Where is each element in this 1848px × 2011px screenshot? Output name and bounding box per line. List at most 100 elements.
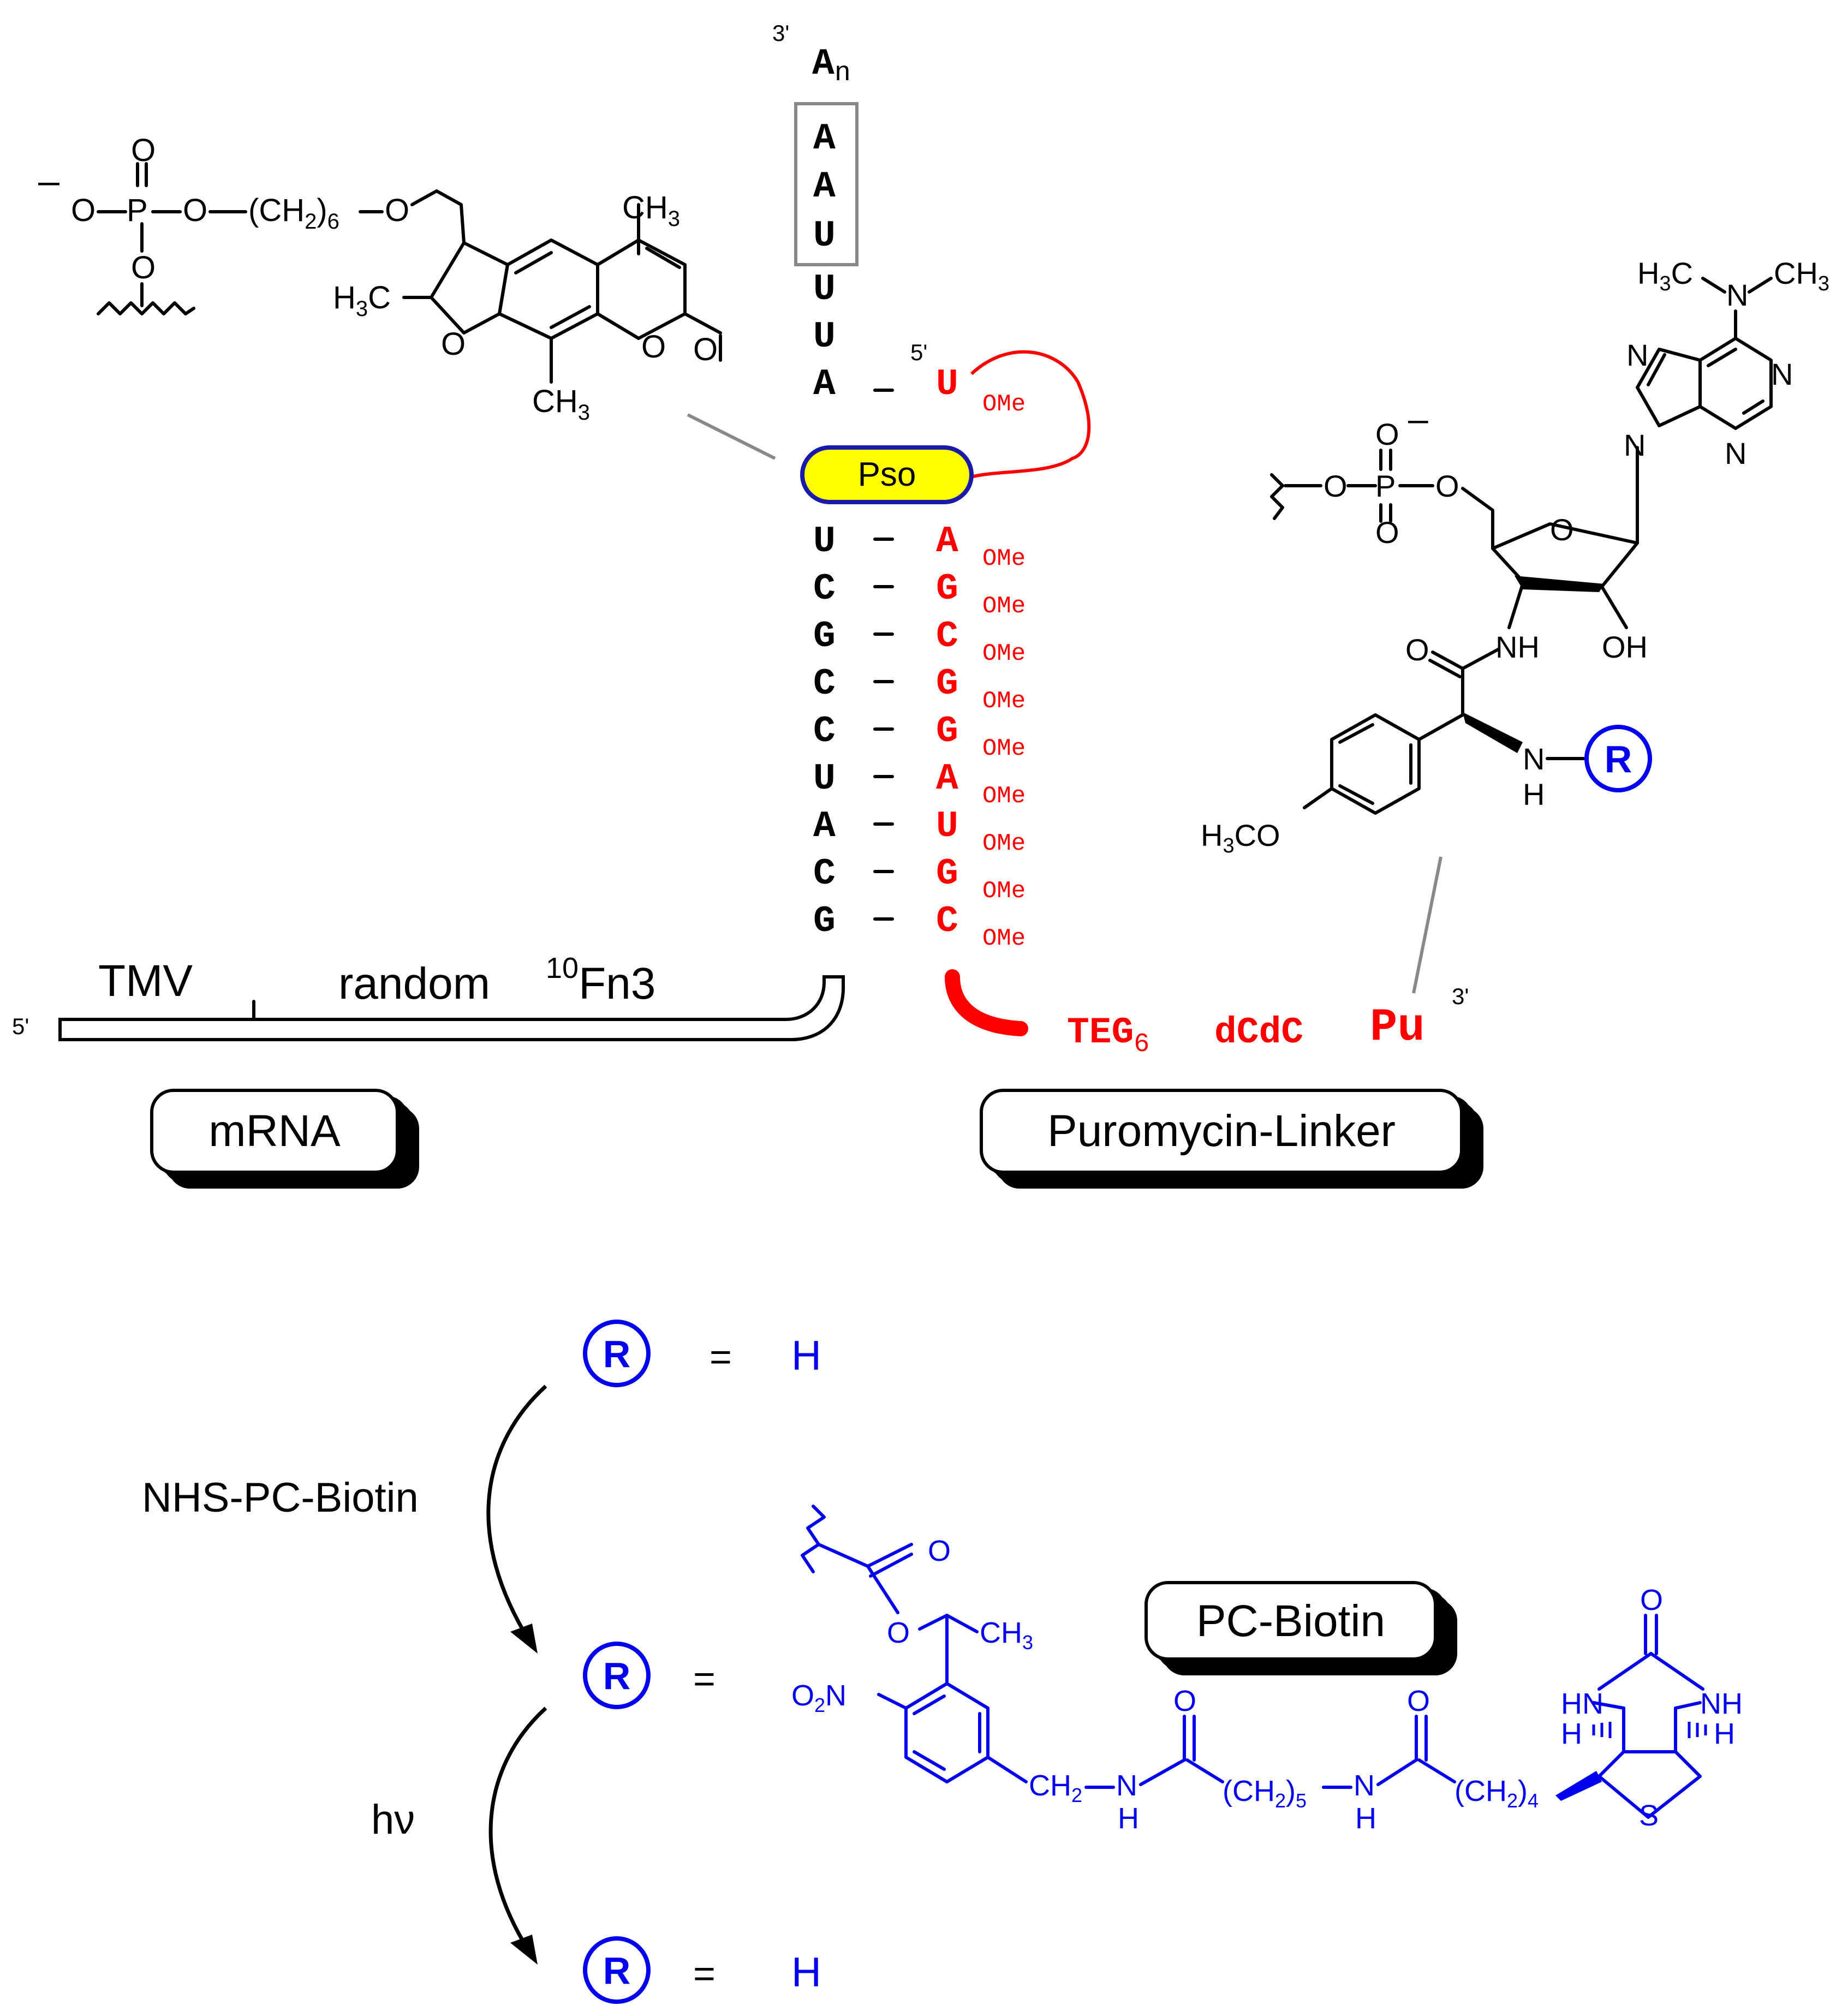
- biotin-s: S: [1639, 1799, 1659, 1832]
- linker-loop: [968, 350, 1091, 479]
- amide1-h: H: [1118, 1802, 1139, 1835]
- pc-biotin-badge-label: PC-Biotin: [1196, 1596, 1385, 1646]
- biotin-carbonyl-o: O: [1640, 1584, 1663, 1616]
- paired-base-mrna: G: [813, 616, 836, 658]
- amide1-n: N: [1116, 1769, 1137, 1802]
- puromycin-label: Pu: [1370, 1002, 1425, 1054]
- tmv-label: TMV: [98, 956, 193, 1006]
- pur-phos-charge: –: [1408, 398, 1428, 439]
- ome-modifier: OMe: [982, 545, 1026, 572]
- pentamethylene: (CH2)5: [1223, 1775, 1307, 1812]
- amide1-o: O: [1173, 1685, 1196, 1717]
- unpaired-base: U: [813, 316, 836, 358]
- purine-n7: N: [1626, 338, 1648, 372]
- unpaired-base: A: [813, 363, 836, 405]
- phosphate-o-right: O: [183, 193, 207, 228]
- stop-codon-box: [794, 102, 859, 266]
- psoralen-pill: Pso: [800, 445, 974, 504]
- h-1: H: [791, 1333, 821, 1379]
- ome-modifier: OMe: [982, 878, 1026, 905]
- psoralen-leader-line: [687, 413, 776, 460]
- ribose-nh: NH: [1495, 630, 1540, 664]
- purine-n3: N: [1725, 436, 1746, 470]
- puromycin-badge-label: Puromycin-Linker: [1047, 1106, 1396, 1156]
- ester-carbonyl-o: O: [928, 1535, 951, 1567]
- paired-base-mrna: C: [813, 663, 836, 705]
- paired-base-linker: G: [936, 663, 958, 705]
- nme2-h3c: H3C: [1637, 256, 1693, 295]
- nme2-ch3: CH3: [1774, 256, 1829, 295]
- phosphate-o-left: O: [71, 193, 96, 228]
- equals-2: =: [693, 1657, 716, 1700]
- paired-base-mrna: U: [813, 521, 836, 563]
- pur-phos-p: P: [1375, 469, 1396, 503]
- boxed-base: A: [813, 166, 836, 208]
- carbonyl-o: O: [693, 332, 718, 367]
- r-group-3: R: [603, 1949, 631, 1992]
- pc-biotin-badge: PC-Biotin: [1144, 1581, 1457, 1675]
- phosphate-o-top: O: [131, 133, 156, 168]
- puromycin-leader-line: [1412, 856, 1442, 994]
- phosphate-o-bottom: O: [131, 250, 156, 285]
- psoralen-pill-label: Pso: [858, 456, 916, 493]
- paired-base-linker: C: [936, 900, 958, 942]
- mrna-badge-label: mRNA: [208, 1106, 341, 1156]
- reagent-label: NHS-PC-Biotin: [142, 1475, 419, 1521]
- pc-biotin-structure: O O CH3 O2N CH2 N H O (CH2)5 N H O (CH2)…: [791, 1505, 1743, 1835]
- paired-base-linker: G: [936, 568, 958, 610]
- dcdc-label: dCdC: [1214, 1012, 1303, 1054]
- biotin-h-left: H: [1561, 1717, 1582, 1750]
- phosphate-charge: –: [38, 159, 59, 202]
- paired-base-mrna: C: [813, 853, 836, 895]
- ring-ch3-top: CH3: [622, 190, 680, 231]
- ome-modifier: OMe: [982, 925, 1026, 952]
- biotin-h-right: H: [1714, 1717, 1735, 1750]
- unpaired-base: U: [813, 268, 836, 311]
- boxed-base: U: [813, 215, 836, 257]
- linker-3prime-label: 3': [1452, 983, 1469, 1009]
- ether-o: O: [385, 193, 409, 228]
- mrna-3prime-label: 3': [772, 20, 789, 46]
- linker-top-base: U: [936, 363, 958, 405]
- amide-o: O: [1405, 632, 1429, 667]
- tetramethylene: (CH2)4: [1454, 1775, 1539, 1812]
- ester-o: O: [887, 1616, 910, 1649]
- purine-n9: N: [1624, 428, 1646, 462]
- biotin-hn: HN: [1561, 1687, 1603, 1720]
- paired-base-linker: G: [936, 711, 958, 753]
- mrna-construct-bar: 5' TMV random 10Fn3: [12, 952, 845, 1041]
- hexamethylene-linker: (CH2)6: [248, 193, 339, 234]
- equals-1: =: [710, 1335, 732, 1378]
- boxed-base: A: [813, 118, 836, 160]
- pur-phos-o-right: O: [1435, 469, 1459, 503]
- paired-base-linker: U: [936, 805, 958, 848]
- paired-base-linker: A: [936, 758, 958, 800]
- r-group-2: R: [603, 1655, 631, 1697]
- pur-phos-o1: O: [1324, 469, 1348, 503]
- paired-base-linker: G: [936, 853, 958, 895]
- ribose-o: O: [1550, 512, 1574, 547]
- phosphate-p: P: [127, 193, 148, 228]
- poly-a-tail: An: [812, 43, 851, 89]
- methyl-ch3: CH3: [980, 1616, 1033, 1654]
- ring-h3c-left: H3C: [333, 280, 391, 321]
- paired-base-linker: C: [936, 616, 958, 658]
- r-group-1: R: [603, 1333, 631, 1375]
- amine-n: N: [1523, 742, 1545, 776]
- ome-modifier: OMe: [982, 688, 1026, 715]
- benzyl-ch2: CH2: [1029, 1769, 1082, 1806]
- purine-n1: N: [1771, 357, 1793, 391]
- pur-phos-o-top: O: [1375, 417, 1399, 451]
- h-3: H: [791, 1949, 821, 1996]
- methoxy-h3co: H3CO: [1201, 818, 1280, 857]
- nme2-n: N: [1726, 278, 1748, 312]
- mrna-5prime-label: 5': [12, 1013, 29, 1039]
- amide2-h: H: [1355, 1802, 1376, 1835]
- r-group-puromycin: R: [1605, 738, 1632, 780]
- biotin-nh: NH: [1700, 1687, 1743, 1720]
- linker-5prime-label: 5': [910, 339, 927, 365]
